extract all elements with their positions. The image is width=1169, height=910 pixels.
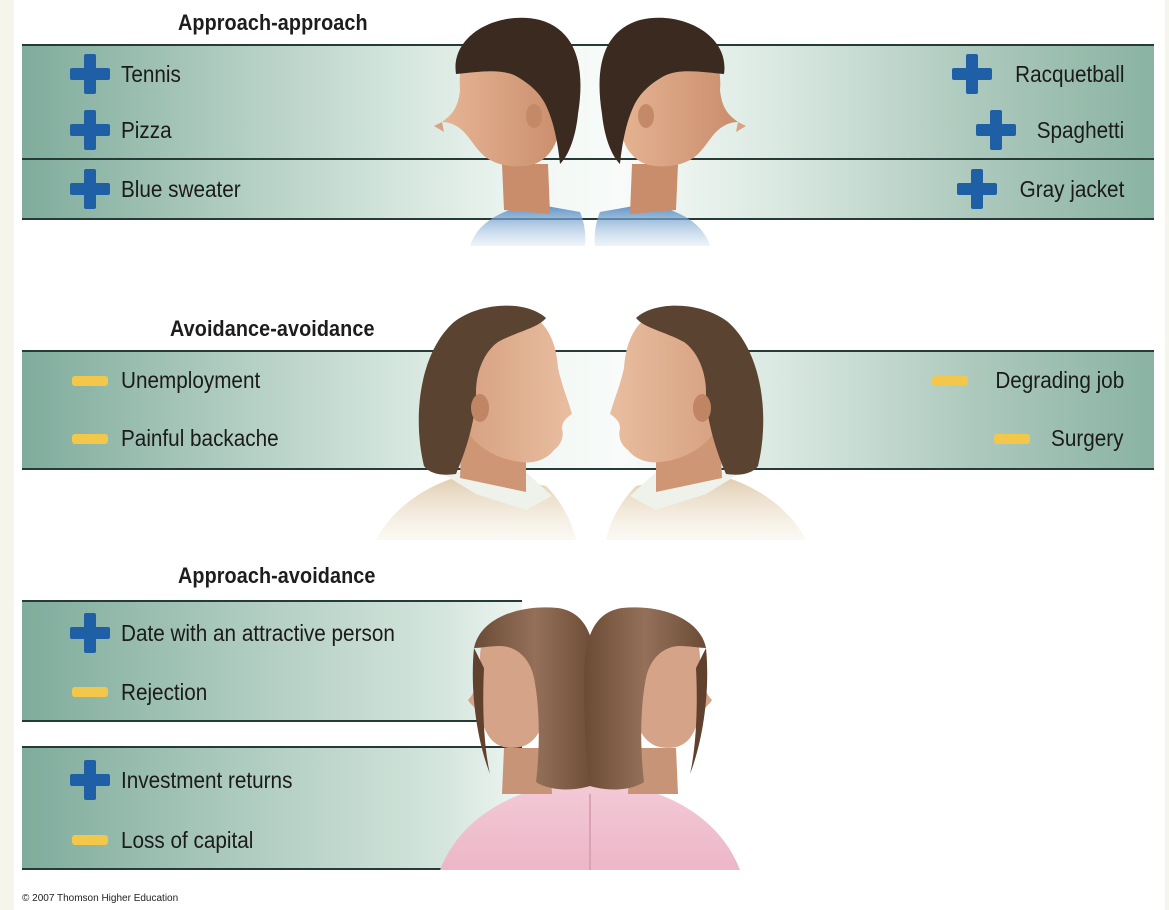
head-facing-right [584, 607, 712, 794]
choice-left: Pizza [68, 102, 177, 158]
head-facing-right [595, 18, 746, 246]
back-to-back-heads-illustration [440, 598, 740, 876]
choice-right: Surgery [990, 409, 1124, 468]
section-title-approach-avoidance: Approach-avoidance [178, 563, 375, 589]
plus-sign-icon [68, 108, 112, 152]
choice-label: Tennis [121, 61, 181, 88]
plus-sign-icon [68, 167, 112, 211]
choice-right: Racquetball [950, 46, 1124, 102]
section-title-approach-approach: Approach-approach [178, 10, 368, 36]
section-title-avoidance-avoidance: Avoidance-avoidance [170, 316, 375, 342]
minus-sign-icon [68, 359, 112, 403]
choice-label: Unemployment [121, 367, 260, 394]
facing-away-heads-illustration [430, 14, 750, 250]
choice-left: Blue sweater [68, 160, 254, 218]
minus-sign-icon [990, 417, 1034, 461]
head-facing-left [606, 306, 806, 540]
head-facing-left [434, 18, 585, 246]
minus-sign-icon [928, 359, 972, 403]
choice-left: Tennis [68, 46, 187, 102]
choice-right: Spaghetti [974, 102, 1124, 158]
head-facing-left [468, 607, 596, 794]
choice-label: Painful backache [121, 425, 279, 452]
minus-sign-icon [68, 818, 112, 862]
choice-right: Degrading job [928, 352, 1124, 409]
choice-label: Investment returns [121, 767, 292, 794]
plus-sign-icon [950, 52, 994, 96]
choice-label: Pizza [121, 117, 172, 144]
head-facing-right [376, 306, 576, 540]
choice-label: Blue sweater [121, 176, 241, 203]
choice-left: Unemployment [68, 352, 276, 409]
choice-left: Date with an attractive person [68, 602, 425, 664]
choice-label: Spaghetti [1037, 117, 1124, 144]
plus-sign-icon [68, 758, 112, 802]
plus-sign-icon [68, 611, 112, 655]
plus-sign-icon [955, 167, 999, 211]
choice-left: Rejection [68, 664, 217, 720]
choice-left: Loss of capital [68, 812, 268, 868]
choice-label: Racquetball [1015, 61, 1124, 88]
choice-left: Painful backache [68, 409, 296, 468]
face-to-face-heads-illustration [376, 296, 806, 540]
choice-label: Gray jacket [1019, 176, 1124, 203]
copyright-notice: © 2007 Thomson Higher Education [22, 893, 178, 904]
choice-left: Investment returns [68, 748, 311, 812]
choice-label: Date with an attractive person [121, 620, 395, 647]
plus-sign-icon [974, 108, 1018, 152]
minus-sign-icon [68, 417, 112, 461]
choice-label: Degrading job [995, 367, 1124, 394]
minus-sign-icon [68, 670, 112, 714]
choice-label: Loss of capital [121, 827, 253, 854]
choice-label: Rejection [121, 679, 207, 706]
choice-right: Gray jacket [955, 160, 1124, 218]
choice-label: Surgery [1052, 425, 1124, 452]
plus-sign-icon [68, 52, 112, 96]
